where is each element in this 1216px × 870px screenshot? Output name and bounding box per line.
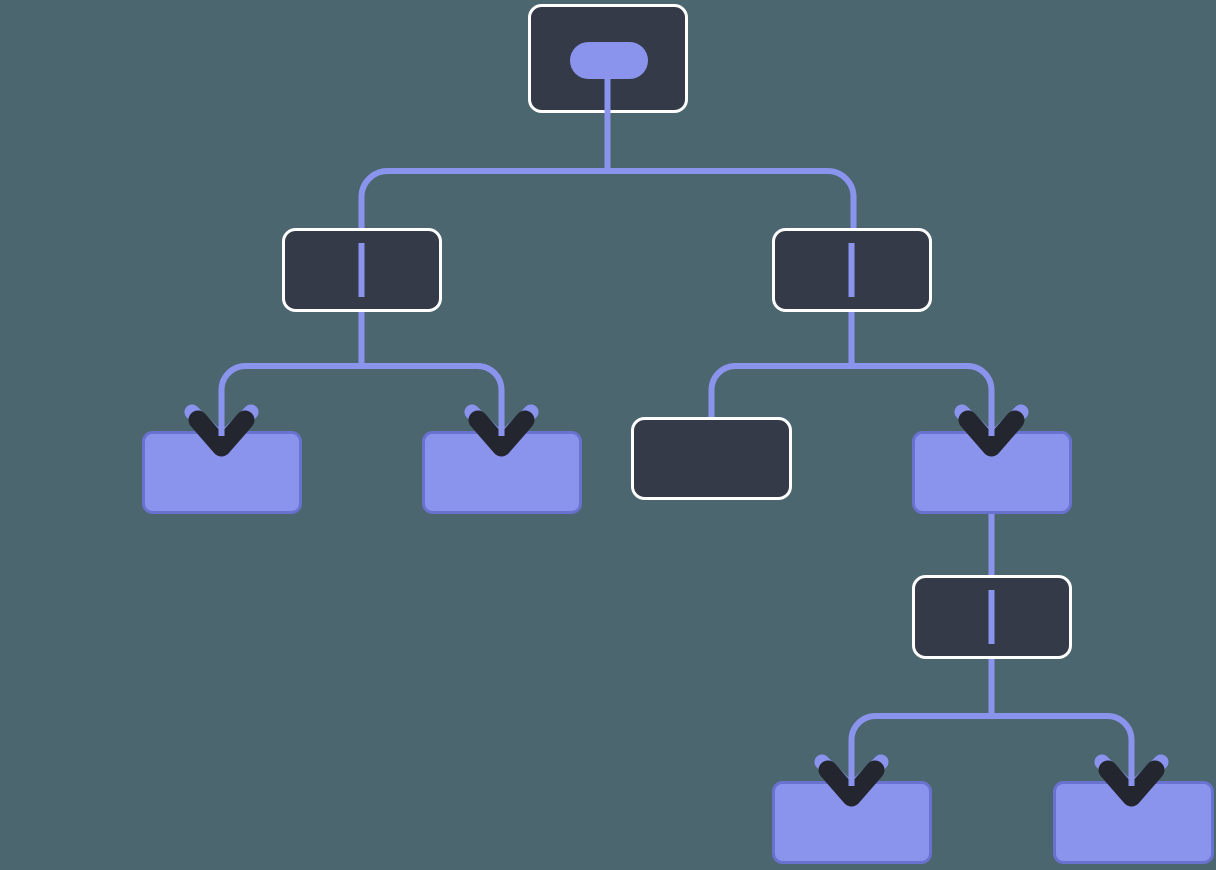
node-l2-c-box[interactable]: [631, 417, 792, 500]
arrowhead-l2-d: [954, 402, 1029, 457]
node-root-pill-glyph: [570, 42, 648, 79]
edge-root-split: [358, 168, 857, 228]
node-l1-right-bar-glyph: [848, 243, 855, 297]
edge-l1right-split: [708, 363, 995, 432]
arrowhead-l4-b: [1094, 752, 1169, 807]
glyph-layer: [358, 243, 995, 644]
arrowhead-l4-b-shadow: [1098, 760, 1165, 807]
edge-l3a-split: [848, 713, 1135, 782]
node-l3-a-bar-glyph: [988, 590, 995, 644]
arrowhead-l2-b-shadow: [468, 410, 535, 457]
arrowhead-l4-a: [814, 752, 889, 807]
node-l2-c[interactable]: [631, 417, 792, 500]
arrowhead-l2-d-shadow: [958, 410, 1025, 457]
arrowhead-l2-b: [464, 402, 539, 457]
arrowhead-l2-a-shadow: [188, 410, 255, 457]
connector-layer: [218, 113, 1135, 782]
node-root-stem-glyph: [604, 72, 611, 113]
arrowhead-l2-a: [184, 402, 259, 457]
arrowhead-l4-a-shadow: [818, 760, 885, 807]
node-l1-left-bar-glyph: [358, 243, 365, 297]
node-root[interactable]: [528, 4, 688, 114]
edge-l1left-split: [218, 363, 505, 432]
